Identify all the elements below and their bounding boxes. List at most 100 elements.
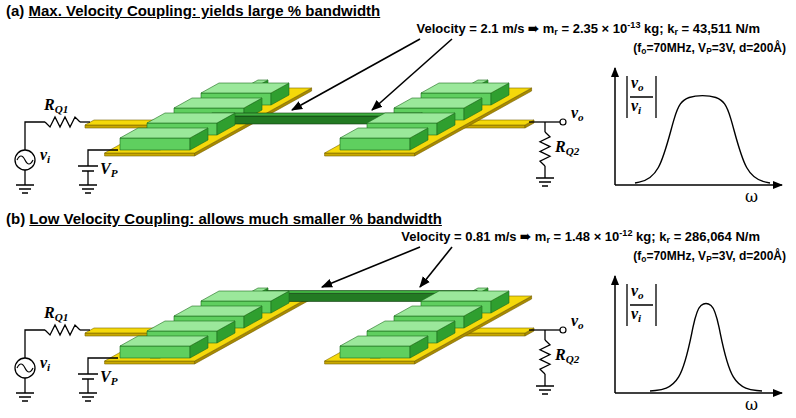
block-top (147, 113, 235, 123)
text-part: Low Velocity Coupling: allows much small… (29, 210, 442, 227)
source-symbol (15, 358, 35, 378)
resistor-symbol (540, 340, 550, 374)
callout-arrow (372, 39, 452, 110)
resistor-label: RQ2 (555, 346, 579, 365)
text-part: i (638, 312, 641, 324)
source-label: vi (40, 146, 50, 165)
block-top (174, 306, 262, 316)
block-front (325, 361, 415, 364)
wire (87, 379, 88, 393)
text-part: R (555, 138, 566, 155)
parameter-note: (fo=70MHz, VP=3V, d=200Å) (633, 41, 786, 56)
block-top (394, 98, 482, 108)
text-part: v (571, 104, 578, 121)
text-part: (a) (6, 2, 29, 19)
text-part: v (571, 312, 578, 329)
text-part: R (555, 346, 566, 363)
ground-symbol (536, 386, 554, 394)
text-part: Velocity = 0.81 m/s ➠ m (401, 229, 546, 244)
resistor-symbol (540, 132, 550, 166)
block-top (201, 291, 289, 301)
block-top (421, 291, 509, 301)
wire (80, 329, 90, 330)
filter-panel (15, 247, 782, 401)
y-axis (614, 68, 616, 185)
text-part: (b) (6, 210, 29, 227)
text-part: o (641, 254, 646, 264)
block-top (120, 336, 208, 346)
wire (24, 378, 25, 393)
battery-symbol (78, 374, 98, 379)
battery-symbol (78, 166, 98, 171)
resistor-label: RQ2 (555, 138, 579, 157)
resistor-label: RQ1 (44, 304, 68, 323)
source-wave (17, 156, 33, 164)
beam-block (340, 336, 428, 358)
text-part: P (111, 375, 118, 387)
block-top (394, 306, 482, 316)
ground-symbol (79, 185, 97, 193)
text-part: r (674, 27, 678, 37)
block-top (147, 321, 235, 331)
block-top (421, 83, 509, 93)
callout-arrow (322, 247, 420, 287)
y-axis (614, 276, 616, 393)
text-part: ω (745, 395, 758, 414)
text-part: -13 (627, 20, 640, 30)
resistor-symbol (45, 117, 80, 127)
wire (544, 374, 545, 386)
output-label: vo (571, 312, 584, 331)
text-part: v (631, 282, 638, 299)
text-part: P (706, 254, 712, 264)
text-part: o (578, 319, 584, 331)
text-part: v (631, 74, 638, 91)
text-part: =70MHz, V (646, 41, 706, 55)
block-front (105, 153, 195, 156)
resistor-symbol (45, 325, 80, 335)
axis-label: vi (631, 97, 641, 116)
output-terminal (560, 119, 566, 125)
text-part: Max. Velocity Coupling: yields large % b… (29, 2, 381, 19)
velocity-note: Velocity = 2.1 m/s ➠ mr = 2.35 × 10-13 k… (417, 20, 760, 37)
text-part: Velocity = 2.1 m/s ➠ m (417, 21, 555, 36)
block-top (340, 128, 428, 138)
axis-label: vi (631, 305, 641, 324)
text-part: r (546, 235, 550, 245)
ground-symbol (16, 185, 34, 193)
source-symbol (15, 150, 35, 170)
bias-voltage-label: VP (100, 160, 118, 179)
passband-curve (650, 304, 762, 391)
ground-symbol (536, 178, 554, 186)
callout-arrow (420, 247, 452, 287)
text-part: =3V, d=200Å) (712, 41, 786, 55)
text-part: = 1.48 × 10 (550, 229, 619, 244)
text-part: r (554, 27, 558, 37)
block-front (105, 361, 195, 364)
x-axis (615, 184, 782, 186)
ground-symbol (16, 393, 34, 401)
text-part: o (578, 111, 584, 123)
text-part: Q1 (55, 311, 69, 323)
text-part: = 286,064 N/m (670, 229, 760, 244)
text-part: i (47, 153, 50, 165)
parameter-note: (fo=70MHz, VP=3V, d=200Å) (633, 249, 786, 264)
wire (25, 122, 45, 150)
source-label: vi (40, 354, 50, 373)
axis-label: ω (745, 395, 758, 414)
text-part: kg; k (640, 21, 674, 36)
text-part: o (638, 289, 644, 301)
text-part: v (40, 146, 47, 163)
panel-title: (b) Low Velocity Coupling: allows much s… (6, 210, 442, 227)
resistor-label: RQ1 (44, 96, 68, 115)
text-part: (f (633, 249, 641, 263)
wire (544, 330, 545, 340)
block-top (367, 321, 455, 331)
text-part: = 43,511 N/m (678, 21, 760, 36)
wire (80, 121, 90, 122)
text-part: P (706, 46, 712, 56)
text-part: =70MHz, V (646, 249, 706, 263)
text-part: P (111, 167, 118, 179)
x-axis (615, 392, 782, 394)
block-top (201, 83, 289, 93)
